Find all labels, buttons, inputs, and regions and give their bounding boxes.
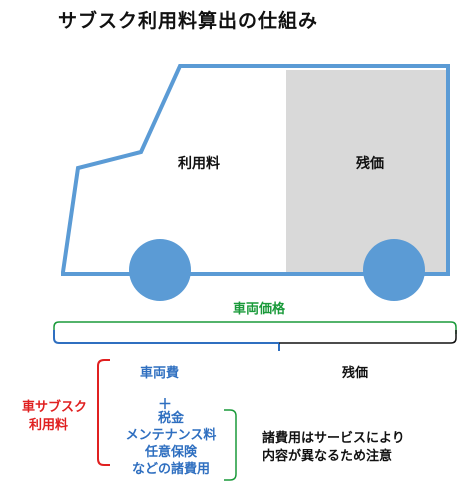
extra-costs-bracket [224,409,237,481]
extra-cost-item: などの諸費用 [131,462,210,477]
residual-area [286,70,447,272]
vehicle-price-bracket [53,321,457,334]
front-wheel [129,239,191,301]
extra-cost-item: 任意保険 [144,445,197,460]
residual-value-label: 残価 [356,156,384,172]
vehicle-price-label: 車両価格 [233,302,286,317]
vehicle-cost-label: 車両費 [140,366,180,381]
note-line1: 諸費用はサービスにより [262,431,405,446]
page-title: サブスク利用料算出の仕組み [58,10,319,32]
usage-fee-label: 利用料 [178,156,220,172]
residual-bracket [279,330,457,344]
extra-costs-list: 税金 メンテナンス料 任意保険 などの諸費用 [112,410,230,478]
note-line2: 内容が異なるため注意 [262,449,393,464]
plus-sign: ＋ [158,397,172,413]
subscription-fee-label-line1: 車サブスク [22,400,88,415]
extra-costs-note: 諸費用はサービスにより 内容が異なるため注意 [262,430,405,466]
rear-wheel [363,239,425,301]
subscription-fee-bracket [97,359,110,466]
extra-cost-item: 税金 [157,411,184,426]
car-body-outline [61,64,450,276]
vehicle-cost-bracket [53,330,279,344]
extra-cost-item: メンテナンス料 [125,428,217,443]
residual-bracket-label: 残価 [342,366,369,381]
subscription-fee-label-line2: 利用料 [29,418,69,433]
